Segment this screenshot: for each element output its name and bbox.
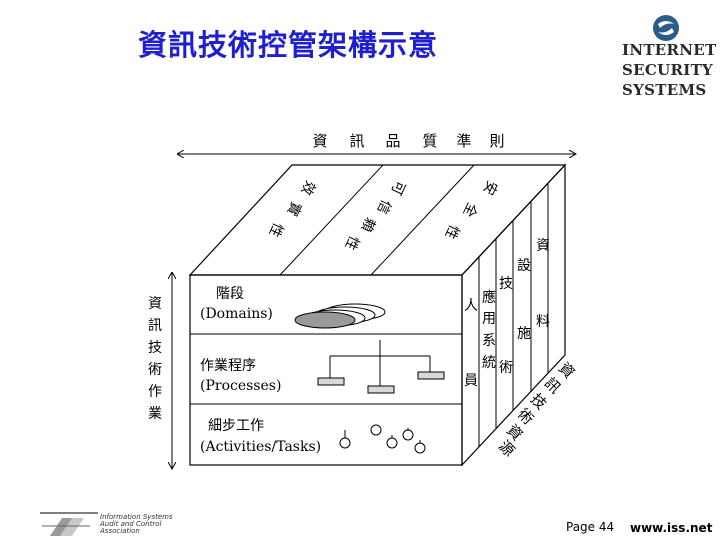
domains-label: 階段 [216, 286, 244, 302]
application-char: 用 [482, 311, 496, 327]
top-axis-char: 則 [489, 132, 504, 150]
isaca-logo-icon [40, 512, 98, 536]
data-char: 資 [536, 238, 550, 254]
facilities-char: 施 [517, 326, 531, 342]
technology-char: 技 [499, 276, 513, 292]
reliability-char: 賴 [357, 215, 377, 234]
facilities-char: 設 [517, 258, 531, 274]
left-axis-char: 術 [148, 362, 162, 378]
people-char: 員 [464, 373, 478, 389]
data-char: 料 [536, 314, 550, 330]
application-char: 應 [482, 289, 496, 306]
top-divider-2 [370, 164, 475, 276]
top-axis-char: 準 [456, 132, 471, 150]
security-char: 性 [441, 222, 461, 241]
reliability-char: 信 [373, 197, 393, 216]
activities-label: 細步工作 [208, 418, 264, 434]
isaca-line: Information Systems [100, 513, 173, 521]
activities-label-en: (Activities/Tasks) [200, 439, 321, 455]
top-axis-char: 質 [422, 132, 437, 150]
logo-line-2: SECURITY [622, 61, 714, 79]
left-axis-char: 技 [148, 340, 162, 356]
effectiveness-char: 實 [283, 199, 304, 219]
activity-circles [339, 424, 426, 454]
logo-line-1: INTERNET [622, 41, 717, 59]
top-axis-char: 品 [385, 132, 400, 150]
processes-label: 作業程序 [200, 358, 256, 374]
top-face-reliability: 可 信 賴 性 [341, 178, 407, 252]
cube-top-face [188, 164, 567, 276]
domain-ellipses [294, 303, 386, 329]
process-box [417, 371, 445, 380]
top-axis-char: 資 [312, 132, 327, 150]
left-axis-labels: 資 訊 技 術 作 業 [148, 296, 162, 422]
effectiveness-char: 效 [297, 178, 317, 197]
processes-label-en: (Processes) [200, 378, 281, 394]
reliability-char: 可 [387, 178, 407, 197]
security-char: 全 [459, 200, 480, 220]
left-axis-char: 業 [148, 406, 162, 422]
isaca-text: Information Systems Audit and Control As… [100, 514, 173, 535]
isaca-line: Association [100, 527, 140, 535]
top-divider-1 [279, 164, 384, 276]
process-tree [317, 340, 445, 394]
left-axis-char: 作 [148, 384, 162, 400]
domain-ellipse-filled [294, 311, 356, 329]
page-title: 資訊技術控管架構示意 [138, 28, 439, 62]
application-char: 系 [482, 333, 496, 349]
site-url: www.iss.net [630, 521, 713, 535]
people-char: 人 [464, 298, 478, 314]
application-char: 統 [482, 355, 496, 371]
top-axis-labels: 資 訊 品 質 準 則 [312, 132, 504, 150]
page-number: Page 44 [566, 520, 615, 534]
effectiveness-char: 性 [265, 220, 285, 239]
top-face-effectiveness: 效 實 性 [265, 178, 317, 239]
logo-line-3: SYSTEMS [622, 81, 707, 99]
left-axis-char: 資 [148, 296, 162, 312]
reliability-char: 性 [341, 233, 361, 252]
process-box [367, 385, 395, 394]
technology-char: 術 [499, 360, 513, 376]
iss-swirl-icon [653, 15, 679, 41]
top-face-security: 安 全 性 [441, 178, 499, 241]
process-box [317, 377, 345, 386]
isaca-line: Audit and Control [100, 520, 162, 528]
security-char: 安 [479, 178, 499, 197]
top-axis-char: 訊 [349, 132, 364, 150]
left-axis-char: 訊 [148, 318, 162, 334]
domains-label-en: (Domains) [200, 306, 273, 322]
